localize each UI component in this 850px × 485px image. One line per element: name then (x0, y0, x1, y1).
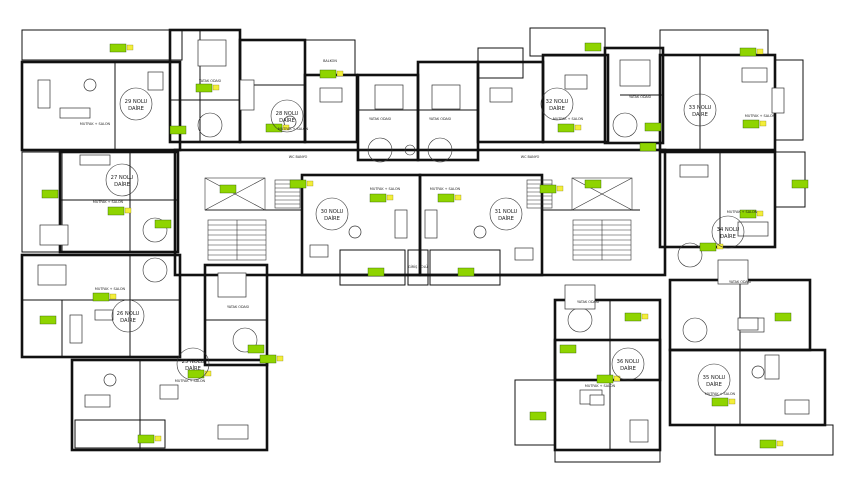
svg-text:MUTFAK + SALON: MUTFAK + SALON (95, 287, 126, 291)
svg-text:34 NOLU: 34 NOLU (717, 227, 740, 233)
unit-labels: 29 NOLU DAİRE 28 NOLU DAİRE 27 NOLU DAİR… (105, 87, 745, 397)
unit-28-label: 28 NOLU DAİRE (270, 99, 304, 133)
svg-text:MUTFAK + SALON: MUTFAK + SALON (705, 392, 736, 396)
svg-text:25 NOLU: 25 NOLU (182, 359, 205, 365)
svg-text:DAİRE: DAİRE (128, 105, 144, 112)
unit-29-label: 29 NOLU DAİRE (119, 87, 153, 121)
svg-text:YATAK ODASI: YATAK ODASI (369, 117, 391, 121)
svg-text:MUTFAK + SALON: MUTFAK + SALON (80, 122, 111, 126)
svg-text:YATAK ODASI: YATAK ODASI (199, 79, 221, 83)
svg-text:YATAK ODASI: YATAK ODASI (227, 305, 249, 309)
svg-text:DAİRE: DAİRE (114, 181, 130, 188)
svg-text:28 NOLU: 28 NOLU (276, 111, 299, 117)
unit-32-label: 32 NOLU DAİRE (540, 87, 574, 121)
svg-text:YATAK ODASI: YATAK ODASI (629, 95, 651, 99)
svg-text:WC BANYO: WC BANYO (521, 155, 540, 159)
unit-26-label: 26 NOLU DAİRE (111, 299, 145, 333)
svg-text:MUTFAK + SALON: MUTFAK + SALON (585, 384, 616, 388)
svg-text:MUTFAK + SALON: MUTFAK + SALON (727, 210, 758, 214)
svg-text:DAİRE: DAİRE (620, 365, 636, 372)
svg-text:27 NOLU: 27 NOLU (111, 175, 134, 181)
svg-text:DAİRE: DAİRE (120, 317, 136, 324)
svg-text:32 NOLU: 32 NOLU (546, 99, 569, 105)
unit-27-label: 27 NOLU DAİRE (105, 163, 139, 197)
svg-text:YATAK ODASI: YATAK ODASI (729, 280, 751, 284)
svg-text:MUTFAK + SALON: MUTFAK + SALON (430, 187, 461, 191)
svg-text:DAİRE: DAİRE (706, 381, 722, 388)
svg-text:DAİRE: DAİRE (324, 215, 340, 222)
unit-34-label: 34 NOLU DAİRE (711, 215, 745, 249)
stairs (142, 112, 708, 353)
svg-text:MUTFAK + SALON: MUTFAK + SALON (278, 127, 309, 131)
svg-text:30 NOLU: 30 NOLU (321, 209, 344, 215)
svg-text:29 NOLU: 29 NOLU (125, 99, 148, 105)
svg-text:DAİRE: DAİRE (692, 111, 708, 118)
svg-text:31 NOLU: 31 NOLU (495, 209, 518, 215)
svg-text:MUTFAK + SALON: MUTFAK + SALON (553, 117, 584, 121)
svg-text:DAİRE: DAİRE (498, 215, 514, 222)
unit-35-label: 35 NOLU DAİRE (697, 363, 731, 397)
svg-text:DAİRE: DAİRE (185, 365, 201, 372)
svg-text:33 NOLU: 33 NOLU (689, 105, 712, 111)
svg-text:YATAK ODASI: YATAK ODASI (429, 117, 451, 121)
area-tags (39, 42, 809, 449)
svg-text:DAİRE: DAİRE (720, 233, 736, 240)
svg-text:MUTFAK + SALON: MUTFAK + SALON (370, 187, 401, 191)
svg-text:MUTFAK + SALON: MUTFAK + SALON (93, 200, 124, 204)
svg-text:35 NOLU: 35 NOLU (703, 375, 726, 381)
svg-text:GİRİŞ HOLÜ: GİRİŞ HOLÜ (408, 264, 428, 269)
unit-36-label: 36 NOLU DAİRE (611, 347, 645, 381)
room-texts: MUTFAK + SALON YATAK ODASI MUTFAK + SALO… (80, 59, 776, 396)
unit-25-label: 25 NOLU DAİRE (176, 347, 210, 381)
svg-text:MUTFAK + SALON: MUTFAK + SALON (745, 114, 776, 118)
furniture (37, 39, 810, 443)
svg-text:MUTFAK + SALON: MUTFAK + SALON (175, 379, 206, 383)
svg-text:BALKON: BALKON (323, 59, 337, 63)
unit-30-label: 30 NOLU DAİRE (315, 197, 349, 231)
svg-text:DAİRE: DAİRE (279, 117, 295, 124)
svg-text:DAİRE: DAİRE (549, 105, 565, 112)
unit-33-label: 33 NOLU DAİRE (683, 93, 717, 127)
svg-text:36 NOLU: 36 NOLU (617, 359, 640, 365)
svg-text:WC BANYO: WC BANYO (289, 155, 308, 159)
svg-text:YATAK ODASI: YATAK ODASI (577, 300, 599, 304)
svg-text:26 NOLU: 26 NOLU (117, 311, 140, 317)
unit-31-label: 31 NOLU DAİRE (489, 197, 523, 231)
